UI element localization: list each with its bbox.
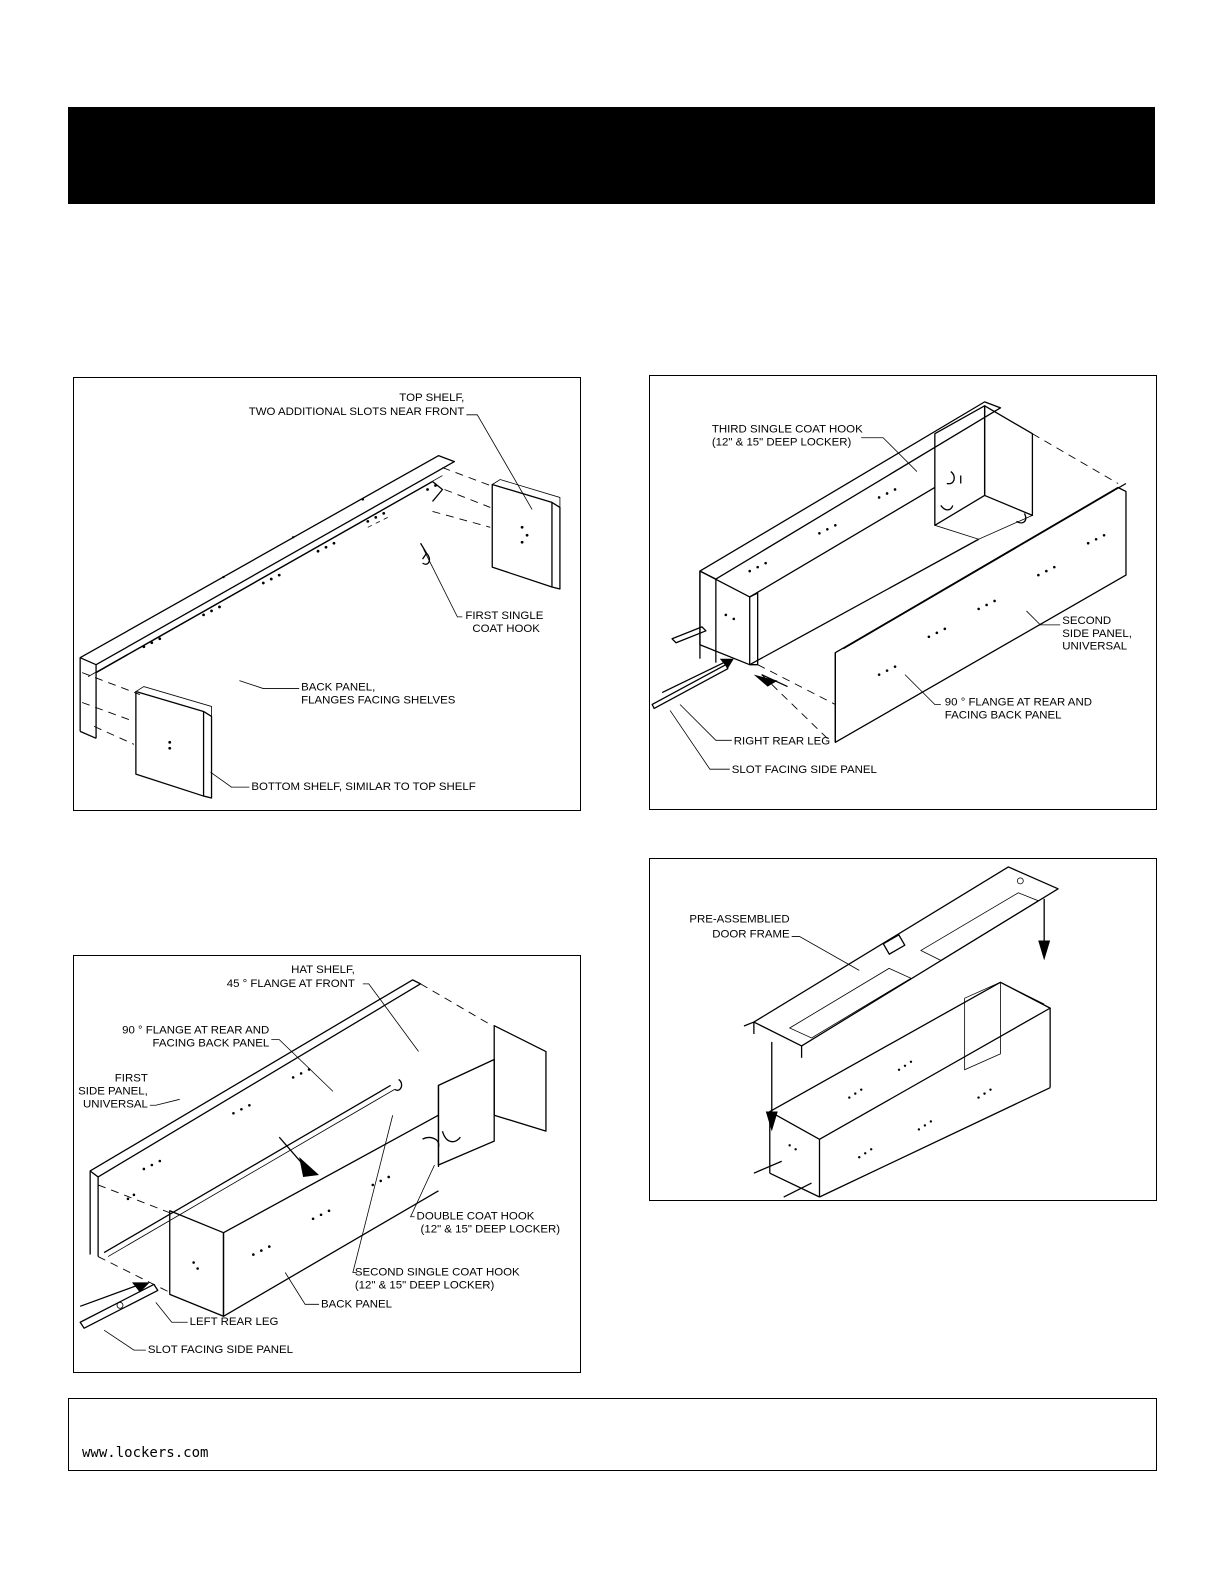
label-second-side-1: SECOND xyxy=(1062,615,1111,627)
label-bottom-shelf: BOTTOM SHELF, SIMILAR TO TOP SHELF xyxy=(251,781,475,793)
label-hat-shelf-1: HAT SHELF, xyxy=(291,964,355,976)
figure-2-drawing: THIRD SINGLE COAT HOOK (12" & 15" DEEP L… xyxy=(651,401,1132,776)
label-flange-1: 90 ° FLANGE AT REAR AND xyxy=(945,696,1092,708)
label-flange-2: FACING BACK PANEL xyxy=(945,709,1062,721)
label-third-hook-2: (12" & 15" DEEP LOCKER) xyxy=(712,437,852,449)
label-third-hook-1: THIRD SINGLE COAT HOOK xyxy=(712,424,863,436)
figure-3-first-side-panel: HAT SHELF, 45 ° FLANGE AT FRONT 90 ° FLA… xyxy=(73,955,581,1373)
footer-box: www.lockers.com xyxy=(68,1398,1157,1471)
figure-4-drawing: PRE-ASSEMBLIED DOOR FRAME xyxy=(689,866,1059,1198)
label-back-panel-1: BACK PANEL, xyxy=(301,682,375,694)
label-door-frame-2: DOOR FRAME xyxy=(712,929,790,941)
footer-url[interactable]: www.lockers.com xyxy=(82,1445,209,1461)
label-second-side-3: UNIVERSAL xyxy=(1062,641,1127,653)
label-second-hook-2: (12" & 15" DEEP LOCKER) xyxy=(355,1279,495,1291)
label-left-rear-leg: LEFT REAR LEG xyxy=(190,1316,279,1328)
label-right-rear-leg: RIGHT REAR LEG xyxy=(734,735,830,747)
label-back-panel: BACK PANEL xyxy=(321,1298,392,1310)
label-first-side-2: SIDE PANEL, xyxy=(78,1085,148,1097)
label-second-side-2: SIDE PANEL, xyxy=(1062,628,1132,640)
label-hat-shelf-2: 45 ° FLANGE AT FRONT xyxy=(227,978,355,990)
figure-1-drawing: TOP SHELF, TWO ADDITIONAL SLOTS NEAR FRO… xyxy=(79,392,561,799)
label-slot-facing: SLOT FACING SIDE PANEL xyxy=(732,764,877,776)
figure-1-back-panel-shelves: TOP SHELF, TWO ADDITIONAL SLOTS NEAR FRO… xyxy=(73,377,581,811)
label-first-hook-2: COAT HOOK xyxy=(472,623,540,635)
label-second-hook-1: SECOND SINGLE COAT HOOK xyxy=(355,1266,520,1278)
label-double-hook-2: (12" & 15" DEEP LOCKER) xyxy=(421,1224,561,1236)
label-back-panel-2: FLANGES FACING SHELVES xyxy=(301,694,456,706)
header-bar xyxy=(68,107,1155,204)
figure-2-second-side-panel: THIRD SINGLE COAT HOOK (12" & 15" DEEP L… xyxy=(649,375,1157,810)
figure-4-door-frame: PRE-ASSEMBLIED DOOR FRAME xyxy=(649,858,1157,1201)
label-first-side-3: UNIVERSAL xyxy=(83,1098,148,1110)
label-door-frame-1: PRE-ASSEMBLIED xyxy=(689,914,789,926)
label-double-hook-1: DOUBLE COAT HOOK xyxy=(417,1211,535,1223)
label-flange-1: 90 ° FLANGE AT REAR AND xyxy=(122,1025,269,1037)
label-slot-facing: SLOT FACING SIDE PANEL xyxy=(148,1344,293,1356)
label-flange-2: FACING BACK PANEL xyxy=(153,1038,270,1050)
label-top-shelf-1: TOP SHELF, xyxy=(399,392,464,404)
figure-3-drawing: HAT SHELF, 45 ° FLANGE AT FRONT 90 ° FLA… xyxy=(78,964,561,1356)
label-first-hook-1: FIRST SINGLE xyxy=(465,610,543,622)
label-top-shelf-2: TWO ADDITIONAL SLOTS NEAR FRONT xyxy=(249,406,465,418)
label-first-side-1: FIRST xyxy=(115,1072,148,1084)
